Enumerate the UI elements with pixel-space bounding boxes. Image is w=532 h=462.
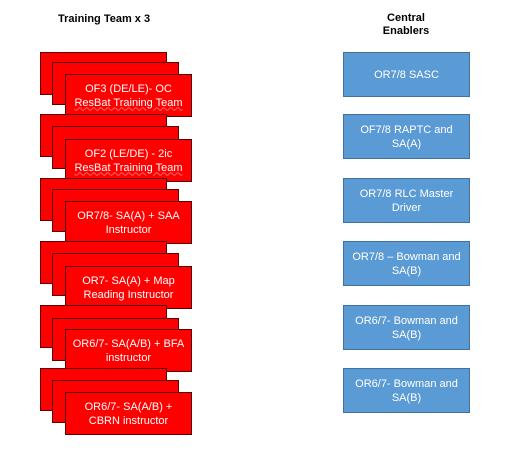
training-team-card-5: OR6/7- SA(A/B) + BFA instructor xyxy=(65,329,192,372)
central-enabler-card-1: OR7/8 SASC xyxy=(343,52,470,97)
card-line: Reading Instructor xyxy=(83,288,174,301)
training-team-card-3: OR7/8- SA(A) + SAA Instructor xyxy=(65,201,192,244)
card-line: SA(A) xyxy=(391,137,422,150)
training-team-card-4: OR7- SA(A) + Map Reading Instructor xyxy=(65,266,192,309)
card-line: Driver xyxy=(391,201,422,214)
central-enabler-card-4: OR7/8 – Bowman and SA(B) xyxy=(343,241,470,286)
card-line: OF2 (LE/DE) - 2ic xyxy=(84,147,173,160)
training-team-heading: Training Team x 3 xyxy=(58,13,151,25)
card-line: CBRN instructor xyxy=(88,414,169,427)
card-line: OR7/8 RLC Master xyxy=(359,187,454,200)
card-line: ResBat Training Team xyxy=(74,96,183,109)
training-team-card-2: OF2 (LE/DE) - 2ic ResBat Training Team xyxy=(65,139,192,182)
card-line: OR7/8- SA(A) + SAA xyxy=(77,209,180,222)
card-line: OR7- SA(A) + Map xyxy=(82,274,175,287)
central-enablers-heading-line-1: Central xyxy=(387,12,425,24)
card-line: Instructor xyxy=(105,223,152,236)
card-line: SA(B) xyxy=(391,264,422,277)
training-team-card-1: OF3 (DE/LE)- OC ResBat Training Team xyxy=(65,74,192,117)
training-team-card-6: OR6/7- SA(A/B) + CBRN instructor xyxy=(65,392,192,435)
card-line: ResBat Training Team xyxy=(74,161,183,174)
card-line: OR7/8 SASC xyxy=(374,68,439,81)
card-line: instructor xyxy=(105,351,152,364)
card-line: OF7/8 RAPTC and xyxy=(360,123,453,136)
card-line: OR6/7- Bowman and xyxy=(355,314,458,327)
card-line: SA(B) xyxy=(391,391,422,404)
central-enabler-card-6: OR6/7- Bowman and SA(B) xyxy=(343,368,470,413)
card-line: OR6/7- Bowman and xyxy=(355,377,458,390)
central-enablers-heading: Central Enablers xyxy=(370,12,442,38)
central-enabler-card-2: OF7/8 RAPTC and SA(A) xyxy=(343,114,470,159)
card-line: OF3 (DE/LE)- OC xyxy=(85,82,172,95)
card-line: OR7/8 – Bowman and xyxy=(352,250,461,263)
card-line: SA(B) xyxy=(391,328,422,341)
card-line: OR6/7- SA(A/B) + xyxy=(84,400,173,413)
central-enabler-card-3: OR7/8 RLC Master Driver xyxy=(343,178,470,223)
central-enabler-card-5: OR6/7- Bowman and SA(B) xyxy=(343,305,470,350)
card-line: OR6/7- SA(A/B) + BFA xyxy=(72,337,185,350)
central-enablers-heading-line-2: Enablers xyxy=(382,25,430,37)
